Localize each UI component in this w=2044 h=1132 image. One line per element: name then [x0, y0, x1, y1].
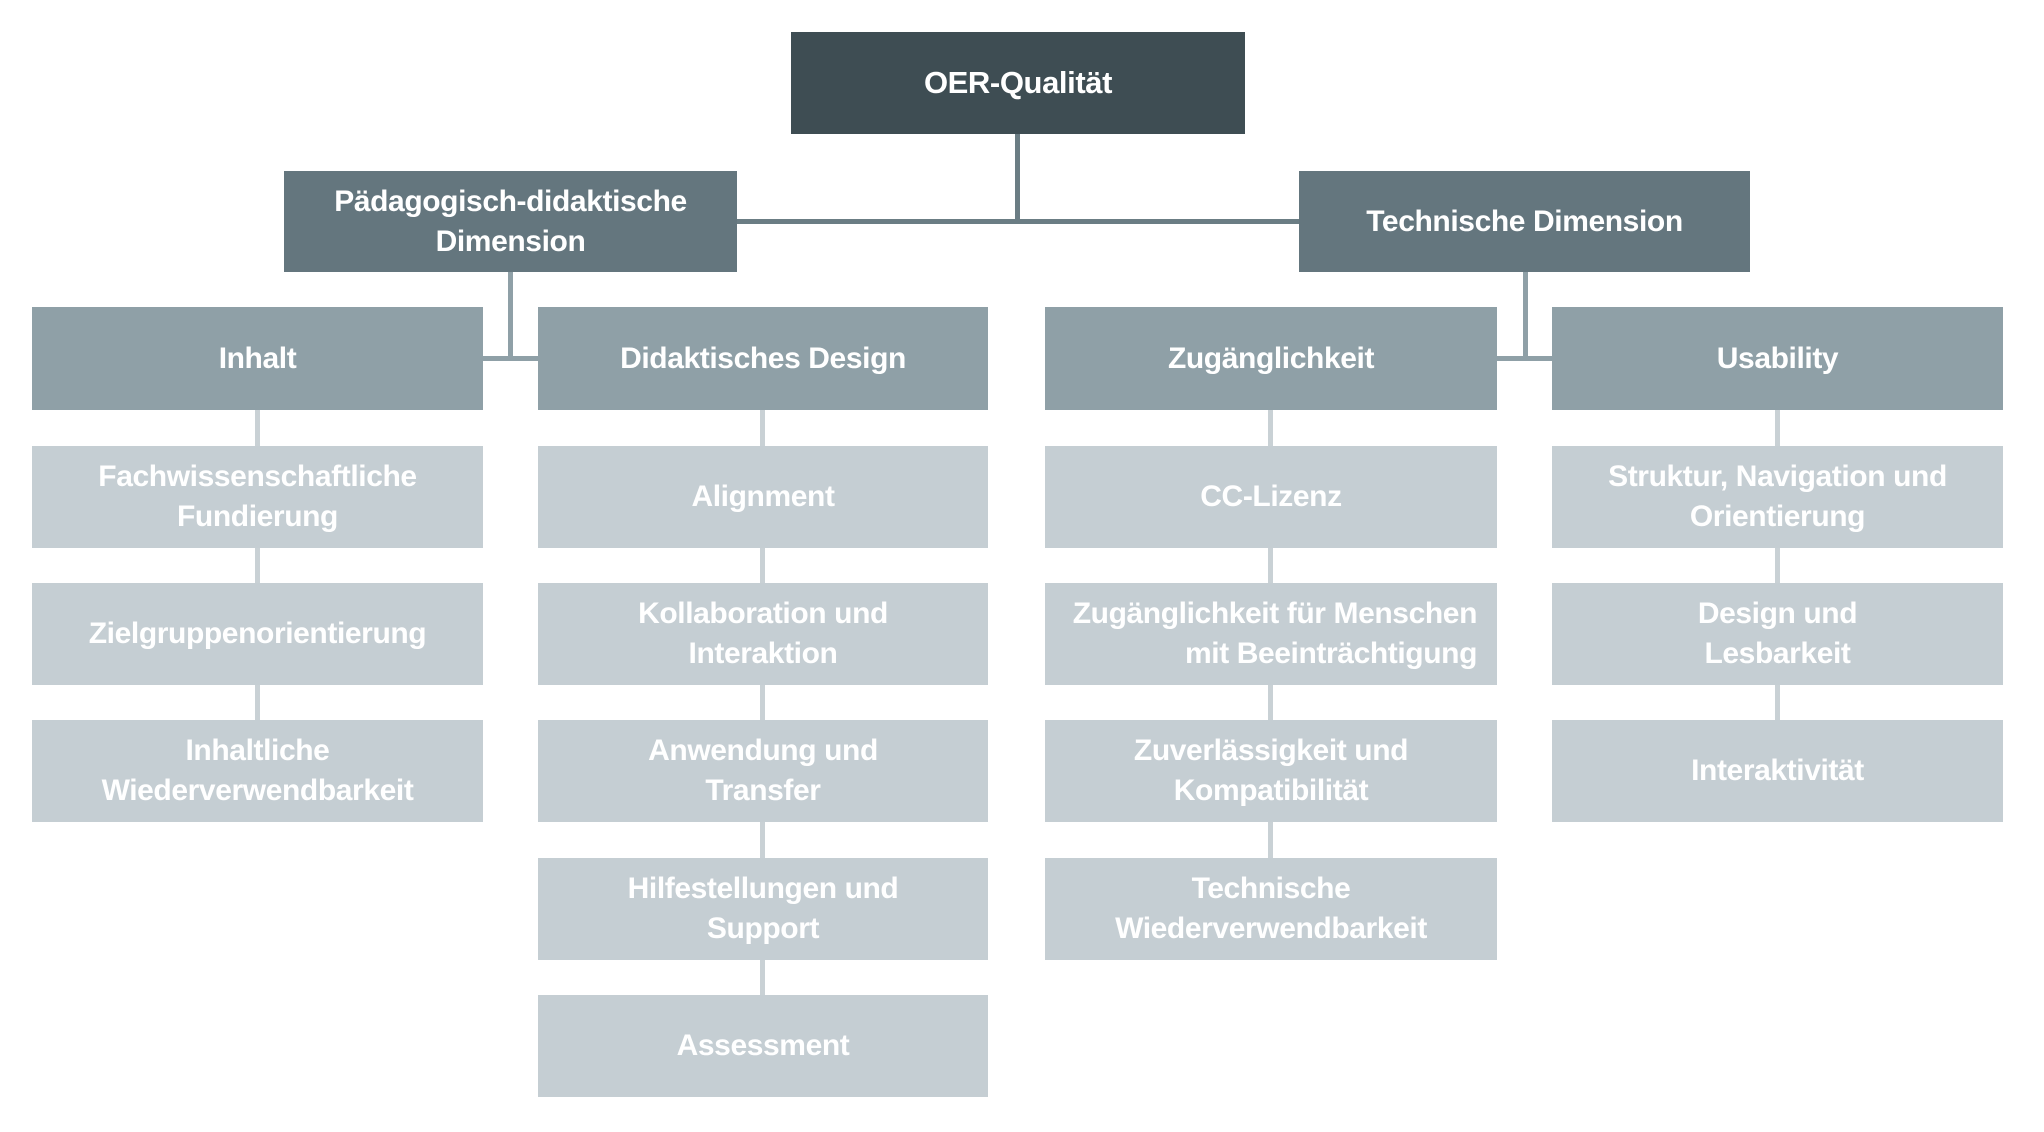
- node-item-label: Assessment: [676, 1029, 850, 1062]
- node-dimension-technisch: Technische Dimension: [1299, 171, 1750, 272]
- node-item-label: Design und Lesbarkeit: [1697, 597, 1858, 670]
- connector-technisch-branch-vertical: [1523, 272, 1528, 360]
- node-category-label: Didaktisches Design: [620, 341, 906, 375]
- node-item-label: Hilfestellungen und Support: [627, 872, 899, 945]
- node-item-label: Kollaboration und Interaktion: [638, 597, 888, 670]
- connector-dimensions-horizontal: [737, 219, 1299, 224]
- connector-item: [760, 685, 765, 720]
- connector-root-vertical: [1015, 134, 1020, 224]
- connector-paedagogisch-branch-vertical: [508, 272, 513, 360]
- node-item-label: Alignment: [691, 480, 835, 513]
- node-item-alignment: Alignment: [538, 446, 988, 548]
- node-item-struktur-navigation-orientierung: Struktur, Navigation und Orientierung: [1552, 446, 2003, 548]
- node-category-didaktisches-design: Didaktisches Design: [538, 307, 988, 410]
- connector-technisch-branch-horizontal: [1497, 356, 1553, 361]
- connector-item: [1775, 685, 1780, 720]
- node-item-assessment: Assessment: [538, 995, 988, 1097]
- connector-item: [760, 410, 765, 446]
- connector-item: [1268, 822, 1273, 858]
- node-item-label: Technische Wiederverwendbarkeit: [1115, 872, 1427, 945]
- connector-item: [1775, 410, 1780, 446]
- node-item-hilfestellungen-support: Hilfestellungen und Support: [538, 858, 988, 960]
- node-dimension-label: Pädagogisch-didaktische Dimension: [334, 184, 687, 258]
- node-item-technische-wiederverwendbarkeit: Technische Wiederverwendbarkeit: [1045, 858, 1497, 960]
- connector-item: [760, 548, 765, 583]
- node-item-design-lesbarkeit: Design und Lesbarkeit: [1552, 583, 2003, 685]
- node-category-inhalt: Inhalt: [32, 307, 483, 410]
- node-item-zuverlaessigkeit-kompatibilitaet: Zuverlässigkeit und Kompatibilität: [1045, 720, 1497, 822]
- connector-paedagogisch-branch-horizontal: [483, 356, 539, 361]
- node-category-usability: Usability: [1552, 307, 2003, 410]
- connector-item: [760, 822, 765, 858]
- node-item-kollaboration-interaktion: Kollaboration und Interaktion: [538, 583, 988, 685]
- node-item-label: Anwendung und Transfer: [648, 734, 878, 807]
- node-item-label: Struktur, Navigation und Orientierung: [1608, 460, 1947, 533]
- node-item-interaktivitaet: Interaktivität: [1552, 720, 2003, 822]
- connector-item: [1268, 685, 1273, 720]
- node-root-label: OER-Qualität: [923, 65, 1113, 100]
- node-root-oer-qualitaet: OER-Qualität: [791, 32, 1245, 134]
- node-dimension-label: Technische Dimension: [1366, 204, 1683, 238]
- node-category-zugaenglichkeit: Zugänglichkeit: [1045, 307, 1497, 410]
- connector-item: [255, 685, 260, 720]
- node-item-cc-lizenz: CC-Lizenz: [1045, 446, 1497, 548]
- node-item-label: Interaktivität: [1691, 754, 1864, 787]
- node-item-label: Zuverlässigkeit und Kompatibilität: [1133, 734, 1409, 807]
- node-item-label: CC-Lizenz: [1200, 480, 1342, 513]
- node-item-label: Inhaltliche Wiederverwendbarkeit: [101, 734, 414, 807]
- connector-item: [255, 410, 260, 446]
- node-dimension-paedagogisch-didaktisch: Pädagogisch-didaktische Dimension: [284, 171, 737, 272]
- connector-item: [1775, 548, 1780, 583]
- node-item-zielgruppenorientierung: Zielgruppenorientierung: [32, 583, 483, 685]
- node-category-label: Usability: [1716, 341, 1839, 375]
- node-item-label: Zugänglichkeit für Menschen mit Beeinträ…: [1072, 597, 1478, 670]
- connector-item: [760, 960, 765, 995]
- node-item-label: Zielgruppenorientierung: [88, 617, 427, 650]
- node-item-fachwissenschaftliche-fundierung: Fachwissenschaftliche Fundierung: [32, 446, 483, 548]
- node-item-inhaltliche-wiederverwendbarkeit: Inhaltliche Wiederverwendbarkeit: [32, 720, 483, 822]
- node-item-anwendung-transfer: Anwendung und Transfer: [538, 720, 988, 822]
- node-category-label: Zugänglichkeit: [1167, 341, 1375, 375]
- node-category-label: Inhalt: [218, 341, 297, 375]
- connector-item: [255, 548, 260, 583]
- node-item-label: Fachwissenschaftliche Fundierung: [98, 460, 417, 533]
- connector-item: [1268, 548, 1273, 583]
- node-item-zugaenglichkeit-beeintraechtigung: Zugänglichkeit für Menschen mit Beeinträ…: [1045, 583, 1497, 685]
- connector-item: [1268, 410, 1273, 446]
